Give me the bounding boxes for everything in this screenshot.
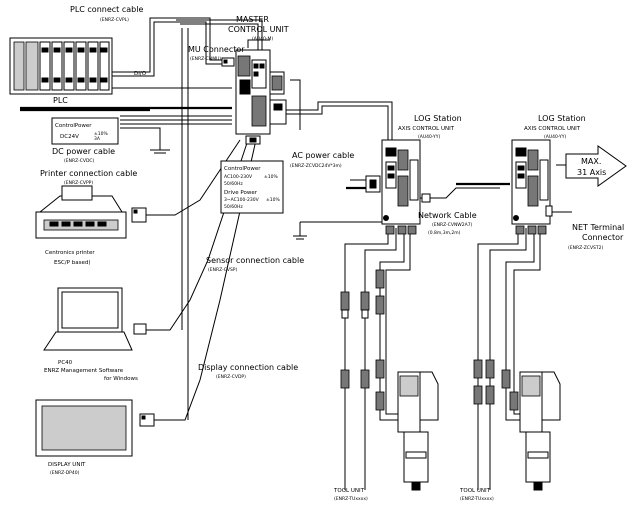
log-station-2-label: LOG Station xyxy=(538,114,586,123)
enrz-software-label-1: ENRZ Management Software xyxy=(44,368,124,374)
network-cable-len: (0.8m,3m,2m) xyxy=(428,230,461,236)
tool-unit-2-label: TOOL UNIT xyxy=(459,488,491,494)
net-terminal-label-1: NET Terminal xyxy=(572,223,624,232)
max-arrow xyxy=(565,145,627,187)
tool-unit-1-code: (ENRZ-TUxxxx) xyxy=(334,496,368,502)
axis-control-unit-1-code: (AU40-YY) xyxy=(418,134,440,140)
axis-control-unit-2-label: AXIS CONTROL UNIT xyxy=(524,126,581,132)
display-unit-device xyxy=(35,399,155,457)
pc40-label: PC40 xyxy=(58,360,73,366)
plc-device xyxy=(9,37,113,95)
ac-box-line3: 3~AC100-230V xyxy=(224,197,260,203)
log-station-2 xyxy=(511,139,553,235)
dc-power-cable-label: DC power cable xyxy=(52,147,115,156)
plc-connect-cable-code: (ENRZ-CVPL) xyxy=(100,17,129,23)
ac-box-line4: 50/60Hz xyxy=(224,204,243,210)
display-cable-label: Display connection cable xyxy=(198,363,298,372)
display-unit-label: DISPLAY UNIT xyxy=(48,462,86,468)
dc24v-label: DC24V xyxy=(60,134,79,140)
printer-cable-code: (ENRZ-CVPP) xyxy=(64,180,93,186)
ac-box-line3b: ±10% xyxy=(266,197,280,203)
display-cable-code: (ENRZ-CVDP) xyxy=(216,374,246,380)
sensor-cable-code: (ENRZ-CVSP) xyxy=(208,267,238,273)
log-station-1 xyxy=(365,139,431,235)
tool-unit-1-label: TOOL UNIT xyxy=(333,488,365,494)
log-station-1-label: LOG Station xyxy=(414,114,462,123)
sensor-cable-label: Sensor connection cable xyxy=(206,256,304,265)
master-code: (AU40-M) xyxy=(252,36,273,42)
mu-connector-label: MU Connector xyxy=(188,45,245,54)
dio-label: DI/O xyxy=(134,71,147,77)
ac-box-line2: 50/60Hz xyxy=(224,181,243,187)
escp-based-label: ESC/P based) xyxy=(54,260,90,266)
network-cable-code: (ENRZ-CVNW2A7) xyxy=(432,222,473,228)
ac-box-drive-power: Drive Power xyxy=(224,190,258,196)
master-control-unit xyxy=(221,49,287,145)
ac-power-box xyxy=(220,160,284,214)
mu-connector-code: (ENRZ-CNMU) xyxy=(190,56,221,62)
printer-cable-label: Printer connection cable xyxy=(40,169,137,178)
network-cable-label: Network Cable xyxy=(418,211,477,220)
tool-unit-2 xyxy=(519,371,561,491)
max-label-2: 31 Axis xyxy=(577,168,606,177)
axis-control-unit-1-label: AXIS CONTROL UNIT xyxy=(398,126,455,132)
display-unit-code: (ENRZ-DP40) xyxy=(50,470,80,476)
tool-unit-1 xyxy=(397,371,439,491)
ac-box-line1b: ±10% xyxy=(264,174,278,180)
plc-label: PLC xyxy=(53,96,68,105)
ac-power-cable-code: (ENRZ-ZCVDC24V*3m) xyxy=(290,163,342,169)
dc-power-cable-code: (ENRZ-CVDC) xyxy=(64,158,95,164)
max-label-1: MAX. xyxy=(581,157,601,166)
control-power-box xyxy=(51,117,119,145)
enrz-software-label-2: for Windows xyxy=(104,376,138,382)
plc-connect-cable-label: PLC connect cable xyxy=(70,5,143,14)
cable-connectors-2 xyxy=(473,359,519,411)
dc24v-spec: ±10%3A xyxy=(94,131,108,142)
control-power-label: ControlPower xyxy=(55,123,92,129)
axis-control-unit-2-code: (AU40-YY) xyxy=(544,134,566,140)
master-label-2: CONTROL UNIT xyxy=(228,25,289,34)
ac-power-cable-label: AC power cable xyxy=(292,151,354,160)
laptop-device xyxy=(43,287,147,351)
ac-box-line1: AC100-230V xyxy=(224,174,253,180)
master-label-1: MASTER xyxy=(236,15,269,24)
printer-device xyxy=(35,185,147,239)
ac-box-control-power: ControlPower xyxy=(224,166,261,172)
net-terminal-label-2: Connector xyxy=(582,233,624,242)
cable-connectors-1 xyxy=(340,269,385,411)
centronics-printer-label: Centronics printer xyxy=(45,250,95,256)
net-terminal-code: (ENRZ-ZCVST2) xyxy=(568,245,603,251)
tool-unit-2-code: (ENRZ-TUxxxx) xyxy=(460,496,494,502)
